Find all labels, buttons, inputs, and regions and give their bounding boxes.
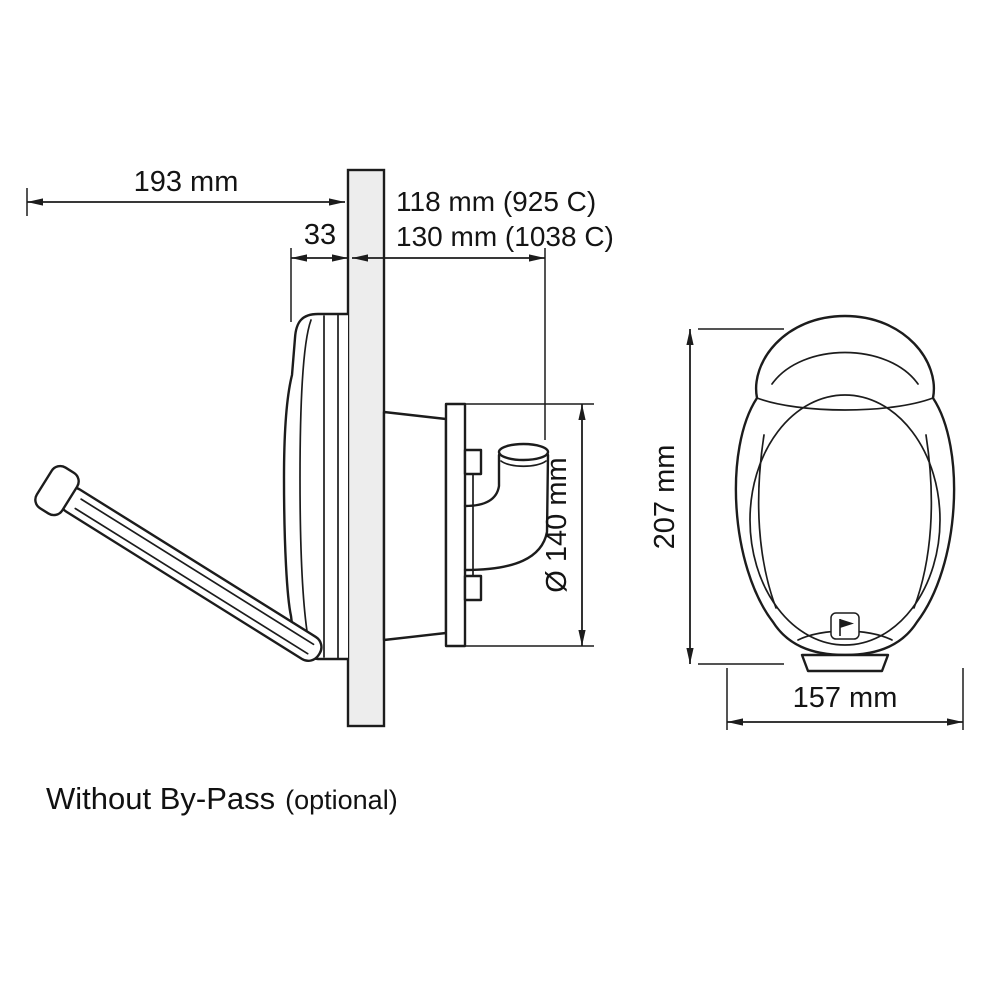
right-seam-line xyxy=(913,434,933,609)
dim-overall-depth: 193 mm xyxy=(26,166,345,216)
left-seam-line xyxy=(757,434,777,609)
dim-width: 157 mm xyxy=(726,668,964,730)
dim-label-width: 157 mm xyxy=(793,682,898,714)
dim-label-front-projection: 33 xyxy=(304,219,336,251)
caption: Without By-Pass (optional) xyxy=(46,781,398,817)
dim-cutout-diameter: Ø 140 mm xyxy=(466,403,594,647)
dim-front-projection: 33 xyxy=(290,219,348,322)
base-foot xyxy=(800,653,890,673)
device-housing-side xyxy=(282,312,348,661)
device-outline-front xyxy=(734,314,956,657)
dim-label-height: 207 mm xyxy=(649,445,681,550)
wall-panel xyxy=(346,168,386,728)
caption-main: Without By-Pass xyxy=(46,781,276,816)
front-view xyxy=(734,314,956,673)
hood-inner-arc xyxy=(771,351,919,385)
dim-label-rear-depth-1038: 130 mm (1038 C) xyxy=(396,221,614,252)
dim-rear-depth: 118 mm (925 C) 130 mm (1038 C) xyxy=(352,186,614,440)
through-hull-assembly xyxy=(382,402,550,648)
hood-separation-line xyxy=(756,397,934,411)
inner-shell xyxy=(749,394,941,646)
dim-height: 207 mm xyxy=(649,328,784,665)
exhaust-elbow-pipe xyxy=(463,442,550,572)
caption-optional: (optional) xyxy=(285,785,398,815)
dim-label-rear-depth-925: 118 mm (925 C) xyxy=(396,186,596,217)
brand-logo-icon xyxy=(830,612,860,640)
dim-label-overall-depth: 193 mm xyxy=(134,166,239,198)
side-view xyxy=(34,168,550,728)
open-lid xyxy=(34,464,323,662)
dim-label-cutout-diameter: Ø 140 mm xyxy=(541,457,573,592)
